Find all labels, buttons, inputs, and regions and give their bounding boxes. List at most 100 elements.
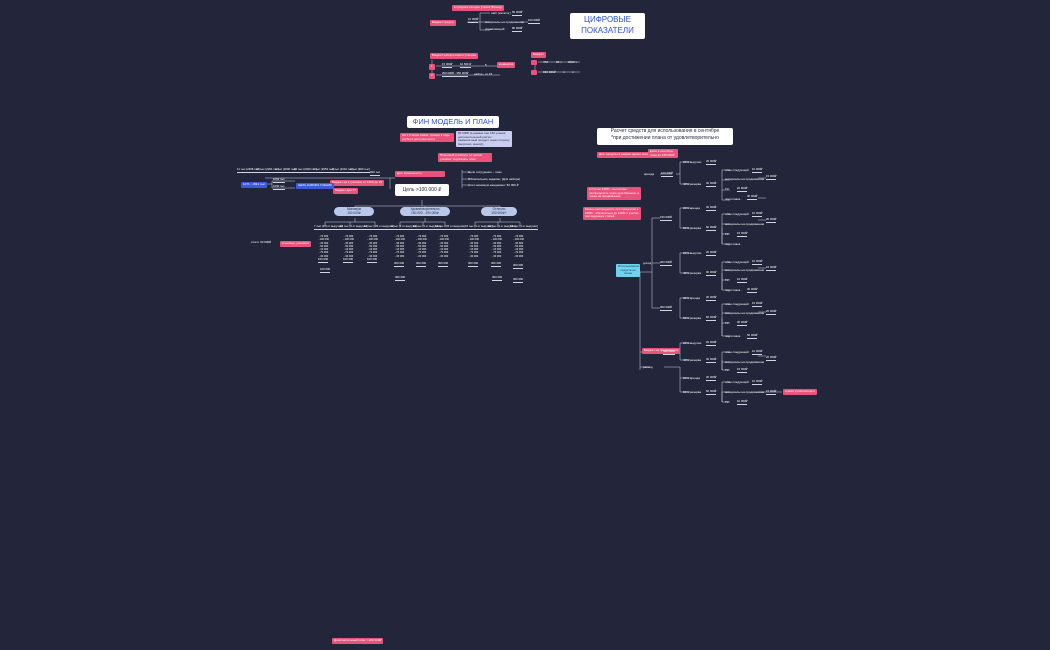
calc-g5-pct-2: 40% резерва [683,358,702,362]
calc-g1-pct-2: 40% резерва [683,182,702,186]
fin-goal-card[interactable]: Цель >100.000 ₽ [395,184,449,196]
calc-g4-leaf-val-4: 50 000₽ [747,333,758,339]
value-column-2: - 70 000 - 100 000 - 30 000 - 50 000 - 1… [343,235,354,258]
digital-top-label[interactable]: в среднем на один ученик (Бренд) [452,5,504,11]
calc-g3-leaf-2: материалы на продвижение [725,268,765,272]
calc-g1-val-1: 20 000₽ [706,159,717,165]
fin-top-7: 4 тыс (900 тыс) [350,167,370,173]
calc-g3-leaf-val-3: 10 000₽ [737,277,748,283]
fin-side-pink-2[interactable]: Бюджет на 1 ученика: от 1000 до 95 [330,180,385,186]
level-excellent-name: Отлично [492,207,506,211]
calc-pink-top-2[interactable]: Если в сентябре план до 165 000₽ [648,149,678,159]
calc-center-node[interactable]: Использование средств на плане [616,264,640,277]
bottom-small-2: 300 000 [395,275,406,281]
calc-g2-leaf-val-2: 20 000₽ [766,217,777,223]
bottom-val-1: 100 000 [318,257,329,263]
mini-row2-a: 200 000₽ - 350 000₽ [442,71,469,77]
mini-row1-c: 5 [485,63,487,67]
fin-goal: Цель >100.000 ₽ [402,187,442,193]
small-table-badge-1[interactable] [531,60,537,65]
calc-g5-val-1: 20 000₽ [706,340,717,346]
fin-blue-2[interactable]: ЦЕЛЬ НАБОРА УЧЕНИК [296,183,335,189]
calc-g6-leaf-val-3: 10 000₽ [737,399,748,405]
digital-row2-label: материалы на продвижение [485,20,525,24]
calc-g2-leaf-val-3: 15 000₽ [737,231,748,237]
calc-g3-leaf-val-4: 30 000₽ [747,287,758,293]
fin-blue-1[interactable]: 1071 - 1831 тыс [241,182,267,188]
mini-badge-2[interactable]: 2 [429,73,435,79]
mini-badge-1[interactable]: 1 [429,64,435,70]
fin-side-pink-1[interactable]: Доп. возможность [395,171,445,177]
calc-total-3: 200 000₽ [660,260,672,266]
value-column-8: - 70 000 - 100 000 - 30 000 - 50 000 - 1… [491,235,502,258]
calc-g2-val-2: 60 000₽ [706,225,717,231]
mini-row1-d[interactable]: конверсия [497,62,516,68]
calc-title-line2: *при достижении плана от удовлетворитель… [611,135,719,141]
calc-title-card[interactable]: Расчет средств для использования в сентя… [597,128,733,145]
calc-total-4: 300 000₽ [660,305,672,311]
level-minimum[interactable]: Минимум 100 000₽ [334,207,374,217]
calc-g6-val-2: 60 000₽ [706,389,717,395]
calc-g1-pct-1: 20% выручки [683,160,702,164]
fin-right-2: Обязательное задание: (Для набора) [468,177,521,181]
calc-bottom-pink[interactable]: Бюджет на продвижение [642,348,681,354]
calc-g3-val-1: 20 000₽ [706,250,717,256]
calc-g4-val-1: 30 000₽ [706,295,717,301]
bottom-small-3: 300 000 [492,275,503,281]
calc-g5-leaf-val-1: 10 000₽ [752,349,763,355]
bottom-val-3: 100 000 [367,257,378,263]
value-column-3: - 70 000 - 100 000 - 30 000 - 50 000 - 1… [367,235,378,258]
calc-pink-note-2[interactable]: Можно распределить при процентах в 100% … [583,207,641,220]
digital-row2-value: 100 000₽ [528,18,540,24]
small-table-badge-2[interactable] [531,70,537,75]
digital-mid-value: 10 000₽ [468,17,479,23]
level-satisfactory[interactable]: Удовлетворительно 150 000 - 190 000₽ [400,207,450,217]
digital-title-card[interactable]: ЦИФРОВЫЕ ПОКАЗАТЕЛИ [570,13,645,39]
calc-g5-leaf-1: план следующий [725,350,749,354]
value-column-5: - 70 000 - 100 000 - 30 000 - 50 000 - 1… [416,235,427,258]
value-column-1: - 70 000 - 100 000 - 30 000 - 50 000 - 1… [318,235,329,258]
calc-g4-leaf-1: план следующий [725,302,749,306]
fin-left-pink[interactable]: в месяце, учеников [280,241,311,247]
fin-top-4: 10 тыс (2040 тыс) [294,167,317,173]
bottom-small-1: 100 000 [320,267,331,273]
sub-header-7: 15 тыс (4 от выручки) [465,224,493,230]
calc-g3-pct-1: 20% выручки [683,251,702,255]
calc-g1-leaf-val-1: 10 000₽ [752,167,763,173]
calc-pink-note-1[interactable]: в случае 100% - мы готовы распределить т… [587,187,641,200]
fin-title-card[interactable]: ФИН МОДЕЛЬ И ПЛАН [407,116,499,128]
value-column-7: - 70 000 - 100 000 - 30 000 - 50 000 - 1… [468,235,479,258]
calc-g1-leaf-2: материалы на продвижение [725,177,765,181]
calc-g1-leaf-4: подготовка [725,197,741,201]
fin-side-pink-3[interactable]: Бюджет доп.ТУ [333,188,359,194]
sub-header-1: 7 тыс (2/3 от выручки) [314,224,343,230]
calc-pink-top-1[interactable]: Доп. ресурсы в рамках одного сотрудника [597,152,660,158]
calc-g1-leaf-val-4: 30 000₽ [747,194,758,200]
bottom-val-5: 300 000 [416,261,427,267]
calc-g4-leaf-val-3: 30 000₽ [737,320,748,326]
fin-note-lavender[interactable]: 80 000₽ (в рамках при 150 ученик, дополн… [456,131,512,148]
footer-pink-note[interactable]: Дополнительный план > 200 000₽ [332,638,384,644]
digital-title: ЦИФРОВЫЕ ПОКАЗАТЕЛИ [581,15,634,35]
small-table-header[interactable]: Бюджет [531,52,546,58]
value-column-6: - 70 000 - 100 000 - 30 000 - 50 000 - 1… [438,235,449,258]
calc-g1-leaf-1: план следующий [725,168,749,172]
mini-header[interactable]: Бюджет набора нового ученика [430,53,478,59]
calc-g2-leaf-4: подготовка [725,242,741,246]
calc-g2-leaf-2: материалы на продвижение [725,222,765,226]
small-table-r1-b: 60 ч [556,60,562,64]
calc-g2-leaf-val-1: 10 000₽ [752,211,763,217]
level-excellent[interactable]: Отлично 190 000₽+ [481,207,517,217]
fin-right-3: итого минимум ежедневно: 50 000 ₽ [468,183,519,187]
fin-note-pink[interactable]: На 1 Ученик самая, правда в ходе учебы и… [400,133,454,143]
digital-left-label[interactable]: Бюджет предпр. [430,20,457,26]
fin-plan-pink[interactable]: Плановый и наборы по целям ученики: подс… [438,153,492,163]
calc-total-2: 150 000₽ [660,215,672,221]
calc-g2-leaf-3: ТУ [725,232,729,236]
calc-right-pink[interactable]: сумма управляющего [783,389,818,395]
calc-branch-expense: расход [643,365,653,369]
sub-header-8: 10 тыс (4 от выручки) [488,224,516,230]
level-satisfactory-name: Удовлетворительно [410,207,440,211]
